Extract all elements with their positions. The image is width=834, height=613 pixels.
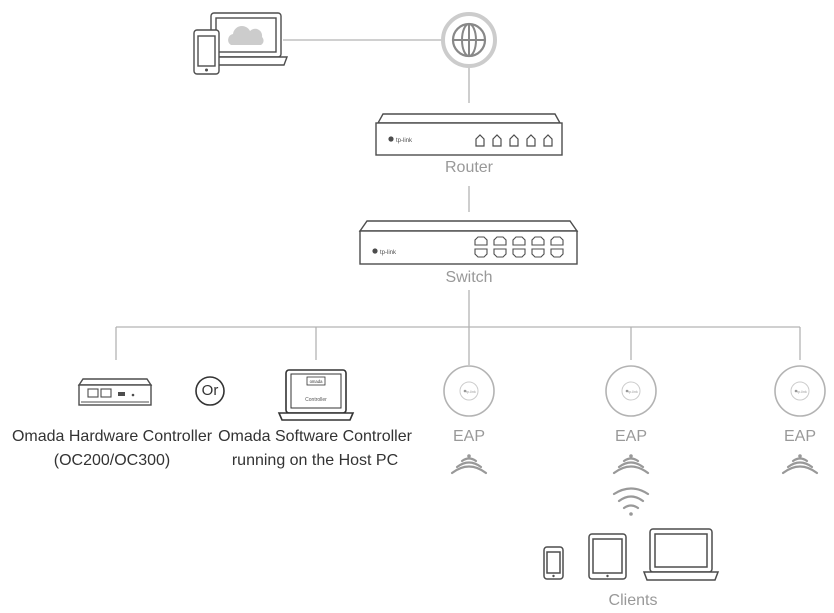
wifi-signal-icon [612,487,650,516]
wifi-signal-icon [612,454,650,475]
eap-3-logo-text: tp-link [797,390,807,394]
router-label: Router [444,159,494,176]
eap-3-label: EAP [783,428,817,445]
router-brand-text: tp-link [396,138,413,144]
eap-icon: tp-link [443,365,495,417]
switch-icon: tp-link [358,220,579,265]
or-divider-circle [195,376,225,406]
wifi-signal-icon [450,454,488,475]
eap-icon: tp-link [774,365,826,417]
eap-icon: tp-link [605,365,657,417]
software-controller-laptop-icon: omada Controller [277,369,355,421]
hardware-controller-icon [77,378,153,406]
clients-devices-icon [543,528,720,581]
eap-2-label: EAP [614,428,648,445]
internet-globe-icon [441,12,497,68]
eap-1-label: EAP [452,428,486,445]
clients-label: Clients [608,592,658,609]
connection-lines [115,39,801,365]
switch-brand-text: tp-link [380,250,397,256]
management-devices-icon [193,12,289,75]
hw-controller-label-line1: Omada Hardware Controller [11,428,213,445]
eap-2-logo-text: tp-link [628,390,638,394]
wifi-signal-icon [781,454,819,475]
sw-controller-label-line1: Omada Software Controller [218,428,412,445]
or-label: Or [201,382,219,399]
switch-label: Switch [445,269,493,286]
laptop-screen-logo-text: omada [310,379,323,384]
sw-controller-label-line2: running on the Host PC [231,452,399,469]
laptop-screen-caption-text: Controller [305,397,327,403]
hw-controller-label-line2: (OC200/OC300) [53,452,171,469]
router-icon: tp-link [375,113,563,156]
eap-1-logo-text: tp-link [466,390,476,394]
